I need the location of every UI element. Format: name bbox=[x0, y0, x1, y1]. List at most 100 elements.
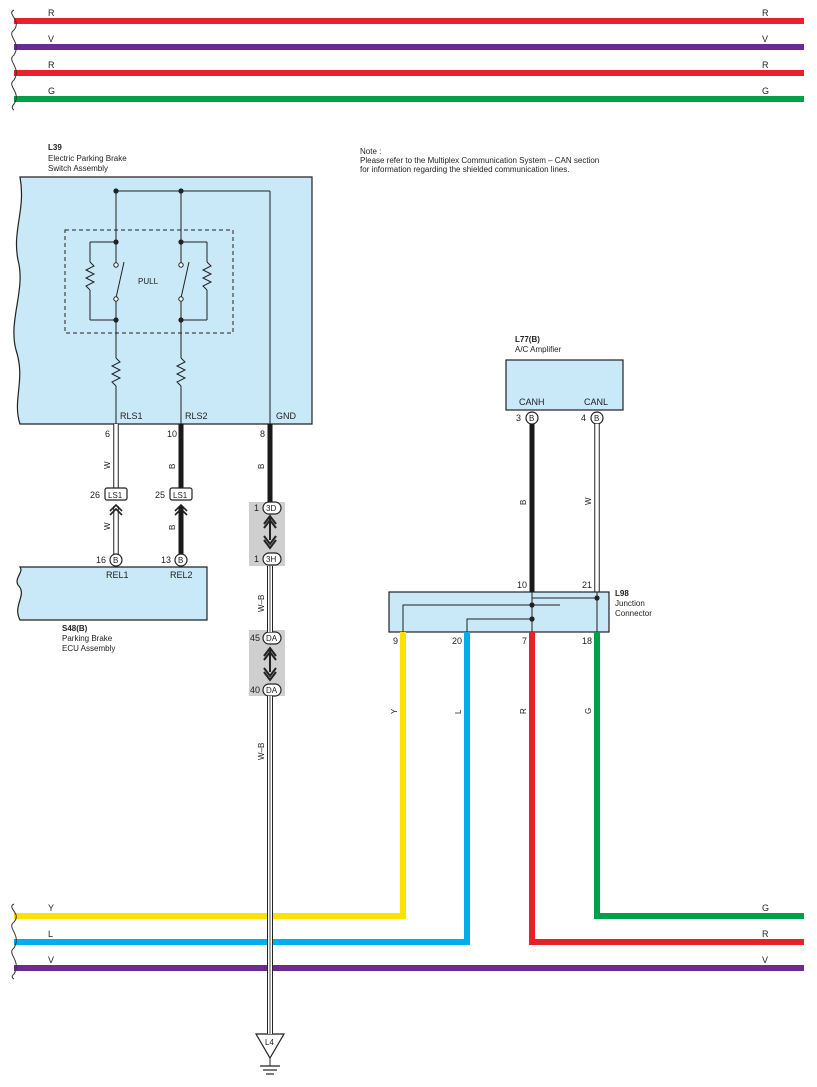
note: Note : Please refer to the Multiplex Com… bbox=[360, 147, 599, 174]
s48-pin-16: 16 bbox=[96, 555, 106, 565]
l98-pin-21: 21 bbox=[582, 580, 592, 590]
ls1-connector-b bbox=[169, 487, 193, 501]
j3-top-pin: 1 bbox=[254, 503, 259, 513]
l39-name2: Switch Assembly bbox=[48, 164, 108, 173]
pin-l39-6: 6 bbox=[105, 429, 110, 439]
s48-pin-13-circle bbox=[174, 553, 188, 567]
note-line2: for information regarding the shielded c… bbox=[360, 165, 569, 174]
wire-label-canh: B bbox=[519, 500, 528, 505]
wire-label-w1: W bbox=[103, 461, 112, 469]
s48-code: S48(B) bbox=[62, 624, 88, 633]
l39-code: L39 bbox=[48, 143, 62, 152]
j3-top bbox=[262, 501, 282, 515]
l39-term-rls1: RLS1 bbox=[120, 411, 143, 421]
l77-term-canl: CANL bbox=[584, 397, 608, 407]
wire-l bbox=[14, 632, 470, 945]
bus-top-3-right: R bbox=[762, 60, 769, 70]
bus-top-brace bbox=[11, 9, 17, 111]
wire-label-g: G bbox=[584, 708, 593, 714]
wire-label-b2: B bbox=[257, 464, 266, 469]
ls1-label-b: LS1 bbox=[173, 491, 188, 500]
jda-bottom-label: DA bbox=[266, 686, 278, 695]
pin-l39-8: 8 bbox=[260, 429, 265, 439]
l98-component: L98 Junction Connector 9 20 7 18 bbox=[388, 589, 652, 646]
l77-conn-a: B bbox=[529, 414, 534, 423]
l39-switch-label: PULL bbox=[138, 277, 159, 286]
l98-pin-10: 10 bbox=[517, 580, 527, 590]
wire-label-b3: B bbox=[168, 525, 177, 530]
l98-box bbox=[388, 591, 610, 633]
l77-box bbox=[505, 359, 624, 411]
ls1-connectors: LS1 LS1 26 25 bbox=[90, 487, 193, 516]
wire-label-r: R bbox=[519, 708, 528, 714]
l98-name1: Junction bbox=[615, 599, 645, 608]
s48-name2: ECU Assembly bbox=[62, 644, 115, 653]
j3-bottom-pin: 1 bbox=[254, 554, 259, 564]
bus-top-2-right: V bbox=[762, 34, 768, 44]
j3-bottom bbox=[262, 552, 282, 566]
l77-code: L77(B) bbox=[515, 335, 540, 344]
s48-pin-16-circle bbox=[109, 553, 123, 567]
jda-top-pin: 45 bbox=[250, 633, 260, 643]
l77-pin-3: 3 bbox=[516, 413, 521, 423]
l77-term-canh: CANH bbox=[519, 397, 545, 407]
l77-conn-b: B bbox=[594, 414, 599, 423]
l39-name1: Electric Parking Brake bbox=[48, 154, 127, 163]
bus-top-1-right: R bbox=[762, 8, 769, 18]
wire-label-canl: W bbox=[584, 497, 593, 505]
wire-label-wb2: W–B bbox=[257, 743, 266, 760]
l39-term-rls2: RLS2 bbox=[185, 411, 208, 421]
l39-component: L39 Electric Parking Brake Switch Assemb… bbox=[13, 143, 313, 425]
l77-pin-4: 4 bbox=[581, 413, 586, 423]
s48-pin-13: 13 bbox=[161, 555, 171, 565]
bus-bottom-g-right: G bbox=[762, 903, 769, 913]
bus-bottom-y-left: Y bbox=[48, 903, 54, 913]
bus-bottom-brace bbox=[11, 903, 17, 980]
note-line1: Please refer to the Multiplex Communicat… bbox=[360, 156, 599, 165]
s48-term-rel1: REL1 bbox=[106, 570, 129, 580]
l39-switch-enclosure bbox=[64, 229, 234, 334]
l98-pin-20: 20 bbox=[452, 636, 462, 646]
bus-top-4-left: G bbox=[48, 86, 55, 96]
s48-component: B B 16 13 REL1 REL2 S48(B) Parking Brake… bbox=[16, 553, 208, 653]
l98-pin-9: 9 bbox=[393, 636, 398, 646]
ls1-label-a: LS1 bbox=[108, 491, 123, 500]
s48-term-rel2: REL2 bbox=[170, 570, 193, 580]
bus-top-1-left: R bbox=[48, 8, 55, 18]
top-bus-group: R R V V R R G G bbox=[11, 8, 804, 111]
ls1-connector-a bbox=[104, 487, 128, 501]
l39-box bbox=[13, 176, 313, 425]
ls1-pin-26: 26 bbox=[90, 490, 100, 500]
wire-y bbox=[14, 632, 406, 919]
bus-bottom-l-left: L bbox=[48, 929, 53, 939]
bus-top-4-right: G bbox=[762, 86, 769, 96]
l77-name: A/C Amplifier bbox=[515, 345, 562, 354]
wire-g bbox=[594, 632, 804, 919]
wire-label-y: Y bbox=[390, 708, 399, 714]
l98-code: L98 bbox=[615, 589, 629, 598]
bus-bottom-r-right: R bbox=[762, 929, 769, 939]
s48-box bbox=[16, 566, 208, 621]
wire-label-w2: W bbox=[103, 522, 112, 530]
pin-l39-10: 10 bbox=[167, 429, 177, 439]
output-wires: Y L R G bbox=[14, 632, 804, 971]
wire-r bbox=[529, 632, 804, 945]
l77-component: L77(B) A/C Amplifier CANH CANL B B 3 4 bbox=[505, 335, 624, 425]
l98-pin-18: 18 bbox=[582, 636, 592, 646]
l39-wires: 6 10 8 W B B W B bbox=[103, 424, 273, 555]
ls1-pin-25: 25 bbox=[155, 490, 165, 500]
s48-conn-b: B bbox=[178, 556, 183, 565]
bus-bottom-v-left: V bbox=[48, 955, 54, 965]
wire-label-l: L bbox=[454, 709, 463, 714]
s48-name1: Parking Brake bbox=[62, 634, 113, 643]
bus-top-2-left: V bbox=[48, 34, 54, 44]
can-wires: B W 10 21 bbox=[517, 424, 600, 592]
bottom-bus-group: Y L V G R V bbox=[11, 903, 769, 980]
jda-bottom-pin: 40 bbox=[250, 685, 260, 695]
l39-term-gnd: GND bbox=[276, 411, 297, 421]
l98-name2: Connector bbox=[615, 609, 652, 618]
wire-label-wb1: W–B bbox=[257, 595, 266, 612]
j3-bottom-label: 3H bbox=[266, 555, 276, 564]
j3-top-label: 3D bbox=[266, 504, 276, 513]
